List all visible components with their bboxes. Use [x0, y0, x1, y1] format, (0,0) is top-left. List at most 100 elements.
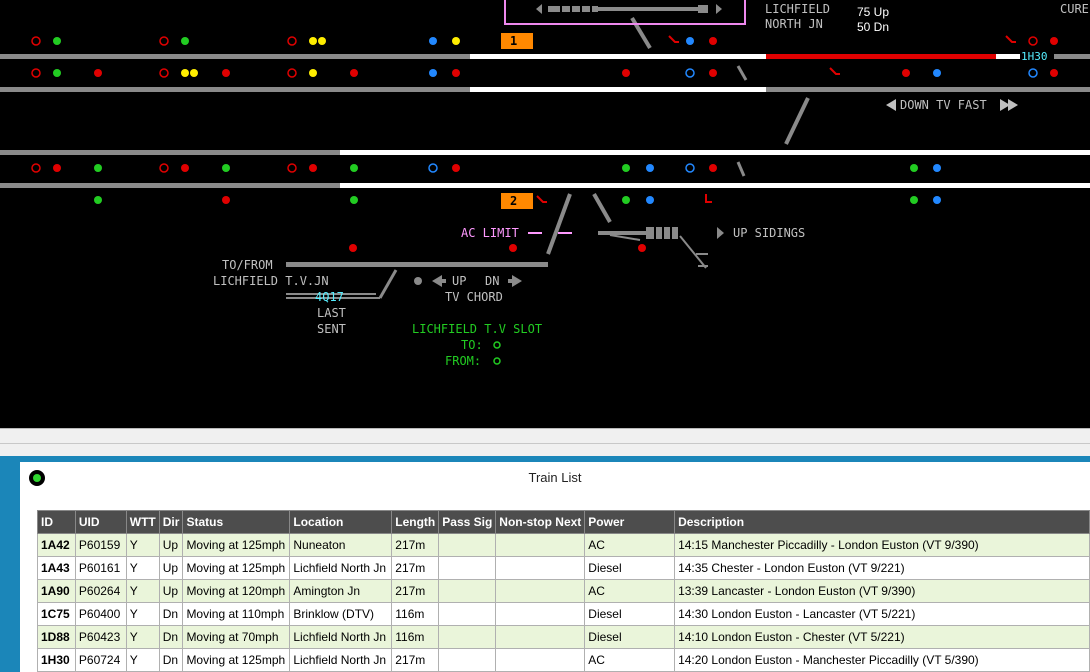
table-cell: Diesel [584, 556, 676, 580]
dn-chord-label: DN [485, 274, 500, 288]
table-cell: 14:20 London Euston - Manchester Piccadi… [674, 648, 1090, 672]
berth-4q17[interactable]: 4Q17 [315, 290, 344, 304]
header-row: ID UID WTT Dir Status Location Length Pa… [37, 510, 1090, 534]
table-cell: Dn [158, 648, 184, 672]
table-cell [438, 579, 497, 603]
table-cell: Dn [158, 602, 184, 626]
col-header-id[interactable]: ID [37, 510, 76, 534]
junction-name-line-1: LICHFIELD [765, 2, 831, 16]
table-cell: Diesel [584, 602, 676, 626]
table-cell: P60161 [74, 556, 127, 580]
slot-from-label: FROM: [445, 354, 482, 368]
splitter[interactable] [0, 428, 1090, 457]
table-cell: 217m [391, 648, 440, 672]
table-cell: 1C75 [37, 602, 76, 626]
table-cell: Moving at 120mph [182, 579, 291, 603]
up-sidings-blocks [646, 227, 724, 239]
edge-label: CURE [1060, 2, 1089, 16]
table-cell: Moving at 110mph [182, 602, 291, 626]
table-cell: 14:30 London Euston - Lancaster (VT 5/22… [674, 602, 1090, 626]
table-cell [495, 556, 586, 580]
status-lamp-icon[interactable] [29, 470, 45, 486]
up-sidings-label: UP SIDINGS [733, 226, 806, 240]
table-cell [438, 625, 497, 649]
signals-row-1[interactable] [31, 36, 1058, 46]
table-cell: Y [125, 602, 160, 626]
signals-row-4[interactable] [94, 196, 941, 365]
col-header-power[interactable]: Power [584, 510, 676, 534]
table-cell: 14:15 Manchester Piccadilly - London Eus… [674, 533, 1090, 557]
siding-indicator-box[interactable] [504, 0, 746, 25]
table-cell: Diesel [584, 625, 676, 649]
table-cell: Lichfield North Jn [289, 648, 393, 672]
table-cell: P60159 [74, 533, 127, 557]
col-header-length[interactable]: Length [391, 510, 440, 534]
to-from-label: TO/FROM [222, 258, 273, 272]
train-list-title: Train List [528, 470, 582, 485]
platform-2-box[interactable] [501, 193, 533, 209]
ac-limit-label: AC LIMIT [461, 226, 519, 240]
table-cell [495, 579, 586, 603]
table-cell [495, 648, 586, 672]
signals-row-2[interactable] [31, 68, 1058, 78]
junction-name: LICHFIELD NORTH JN [765, 2, 830, 32]
berth-1h30-box[interactable] [1020, 50, 1054, 63]
col-header-description[interactable]: Description [674, 510, 1090, 534]
col-header-non-stop-next[interactable]: Non-stop Next [495, 510, 586, 534]
table-cell: Y [125, 556, 160, 580]
col-header-dir[interactable]: Dir [158, 510, 184, 534]
platform-1-label: 1 [510, 34, 518, 48]
col-header-status[interactable]: Status [182, 510, 291, 534]
last-label: LAST [317, 306, 346, 320]
table-cell: Nuneaton [289, 533, 393, 557]
platform-2-label: 2 [510, 194, 518, 208]
table-cell: P60423 [74, 625, 127, 649]
table-cell: Moving at 125mph [182, 556, 291, 580]
junction-name-line-2: NORTH JN [765, 17, 823, 31]
col-header-location[interactable]: Location [289, 510, 393, 534]
col-header-pass-sig[interactable]: Pass Sig [438, 510, 497, 534]
table-cell: P60264 [74, 579, 127, 603]
siding-box-ticks [560, 3, 592, 15]
table-cell: 1H30 [37, 648, 76, 672]
table-cell: Brinklow (DTV) [289, 602, 393, 626]
table-cell: Y [125, 533, 160, 557]
table-cell: Y [125, 579, 160, 603]
col-header-wtt[interactable]: WTT [125, 510, 160, 534]
berth-1h30[interactable]: 1H30 [1021, 50, 1048, 63]
table-cell: Up [158, 579, 184, 603]
train-list-panel: Train List ID UID WTT Dir Status Locatio… [20, 462, 1090, 672]
signals-row-3[interactable] [31, 163, 941, 173]
table-cell: Y [125, 625, 160, 649]
train-list-grid[interactable]: ID UID WTT Dir Status Location Length Pa… [37, 510, 1090, 672]
down-tv-fast-arrows [886, 99, 1018, 111]
table-cell: Moving at 125mph [182, 533, 291, 557]
col-header-uid[interactable]: UID [74, 510, 127, 534]
table-cell [438, 648, 497, 672]
table-cell [495, 602, 586, 626]
table-cell: 1D88 [37, 625, 76, 649]
table-cell: P60400 [74, 602, 127, 626]
platform-1-box[interactable] [501, 33, 533, 49]
table-cell: 14:35 Chester - London Euston (VT 9/221) [674, 556, 1090, 580]
signalling-diagram[interactable]: LICHFIELD NORTH JN 75 Up 50 Dn CURE 1H30… [0, 0, 1090, 428]
table-cell [495, 533, 586, 557]
table-cell: P60724 [74, 648, 127, 672]
up-chord-label: UP [452, 274, 467, 288]
slot-to-label: TO: [461, 338, 483, 352]
table-cell: Moving at 70mph [182, 625, 291, 649]
down-tv-fast-label: DOWN TV FAST [900, 98, 987, 112]
table-cell: Y [125, 648, 160, 672]
table-cell: 1A42 [37, 533, 76, 557]
table-cell: 217m [391, 556, 440, 580]
table-cell: 217m [391, 533, 440, 557]
track-lines [0, 16, 1090, 299]
route-indicators [536, 35, 1016, 203]
count-up: 75 Up [857, 5, 890, 19]
